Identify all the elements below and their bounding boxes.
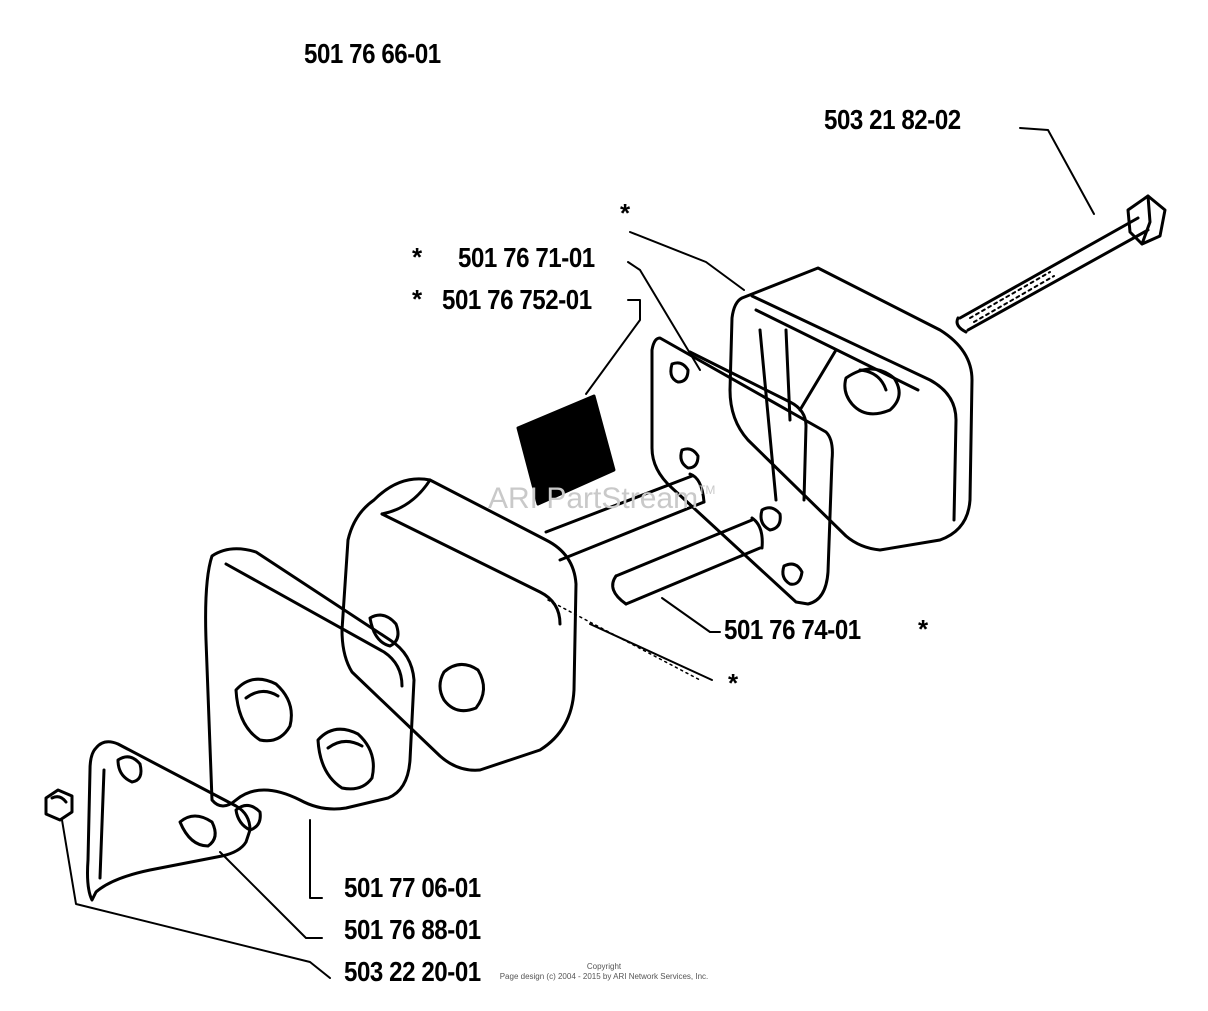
asterisk-housing: *: [620, 198, 631, 228]
label-deflector: 501 76 88-01: [344, 914, 481, 945]
bolt-part: [955, 194, 1167, 334]
rear-housing-part: [728, 266, 974, 552]
label-filter-element: 501 76 752-01: [442, 284, 592, 315]
copyright-notice: Copyright Page design (c) 2004 - 2015 by…: [484, 962, 724, 981]
trademark-mark: TM: [698, 483, 716, 497]
asterisk-front-cover: *: [728, 668, 739, 698]
nut-part: [44, 788, 74, 822]
label-stud: 501 76 74-01: [724, 614, 861, 645]
watermark: ARI PartStreamTM: [488, 484, 715, 514]
filter-element-part: [516, 394, 616, 506]
label-nut: 503 22 20-01: [344, 956, 481, 987]
label-plate: 501 77 06-01: [344, 872, 481, 903]
leader-lines: [61, 127, 1095, 979]
title-part-number: 501 76 66-01: [304, 38, 441, 69]
copyright-line1: Copyright: [586, 962, 622, 971]
stud-part: [544, 472, 764, 606]
watermark-text: ARI PartStream: [488, 482, 699, 515]
label-gasket: 501 76 71-01: [458, 242, 595, 273]
front-cover-part: [340, 477, 701, 772]
asterisk-stud: *: [918, 614, 929, 644]
plate-part: [204, 547, 416, 811]
deflector-part: [86, 740, 262, 902]
asterisk-gasket: *: [412, 242, 423, 272]
asterisk-filter-element: *: [412, 284, 423, 314]
copyright-line2: Page design (c) 2004 - 2015 by ARI Netwo…: [499, 971, 709, 981]
gasket-part: [650, 336, 834, 606]
label-rod-bolt: 503 21 82-02: [824, 104, 961, 135]
